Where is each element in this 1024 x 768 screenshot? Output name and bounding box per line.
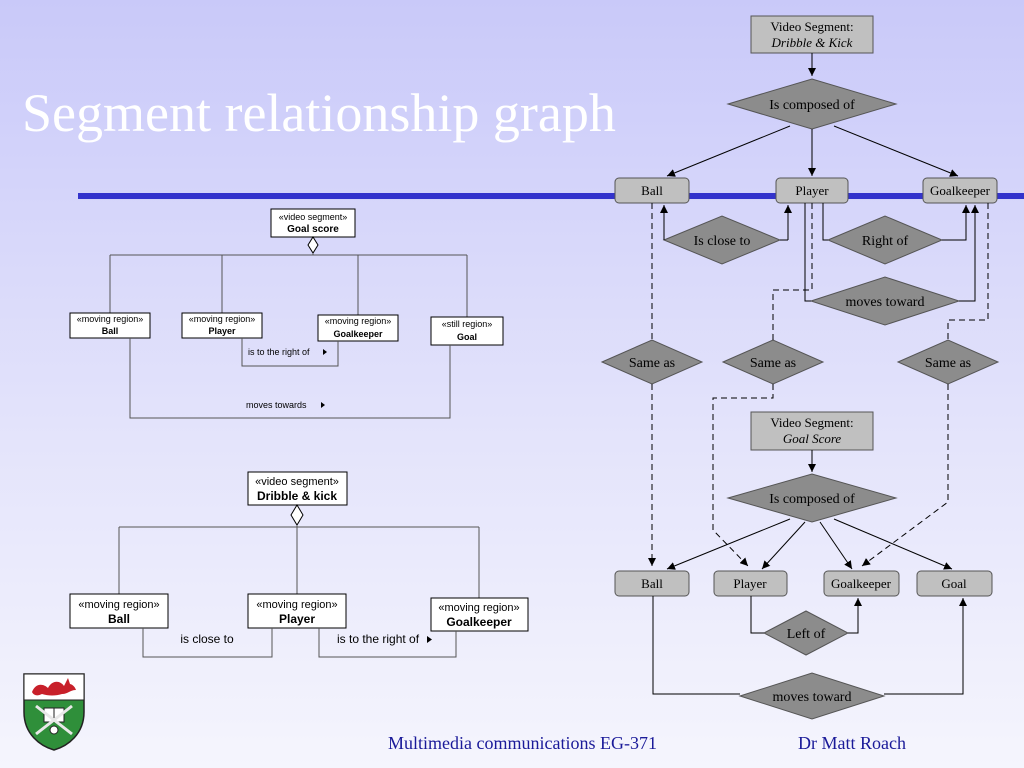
uml-segment-stereotype: «video segment» bbox=[255, 476, 339, 488]
uml-segment-stereotype: «video segment» bbox=[279, 212, 348, 222]
uml-segment-name: Goal score bbox=[287, 224, 339, 235]
uml-region-player bbox=[181, 312, 263, 339]
graph-relation-label: moves toward bbox=[846, 295, 925, 310]
relation-line-close-to bbox=[142, 628, 273, 658]
aggregation-diamond bbox=[290, 504, 304, 526]
uml-segment-name: Dribble & kick bbox=[257, 489, 337, 503]
graph-relation-label: Is composed of bbox=[769, 492, 855, 507]
relation-label-moves-towards: moves towards bbox=[246, 400, 307, 410]
uml-region-ball bbox=[69, 312, 151, 339]
uml-goal-score-diagram: «video segment» Goal score «moving regio… bbox=[69, 208, 504, 419]
region-stereotype: «moving region» bbox=[78, 599, 159, 611]
uml-region-goal bbox=[430, 316, 504, 346]
graph-node-label: Ball bbox=[641, 576, 663, 591]
relationship-graph: Video Segment: Dribble & Kick Is compose… bbox=[600, 15, 1000, 720]
region-name: Ball bbox=[102, 326, 119, 336]
region-name: Goal bbox=[457, 332, 477, 342]
graph-same-as-diamond-3 bbox=[896, 339, 1000, 385]
graph-relation-label: Same as bbox=[750, 356, 796, 371]
region-name: Goalkeeper bbox=[333, 329, 383, 339]
relation-line-right-of bbox=[318, 628, 457, 658]
graph-node-label: Goalkeeper bbox=[831, 576, 892, 591]
footer-course-label: Multimedia communications EG-371 bbox=[388, 733, 657, 753]
graph-relation-label: Is close to bbox=[694, 234, 751, 249]
footer-author-label: Dr Matt Roach bbox=[798, 733, 906, 753]
uml-region-goalkeeper bbox=[317, 314, 399, 342]
uml-segment-box bbox=[247, 471, 348, 506]
graph-segment-name: Goal Score bbox=[783, 431, 842, 446]
graph-relation-label: moves toward bbox=[773, 690, 852, 705]
region-stereotype: «moving region» bbox=[325, 316, 392, 326]
relation-label-close-to: is close to bbox=[180, 632, 234, 646]
uml-tree-lines bbox=[118, 525, 480, 598]
region-stereotype: «moving region» bbox=[189, 314, 256, 324]
region-stereotype: «moving region» bbox=[77, 314, 144, 324]
region-stereotype: «moving region» bbox=[438, 602, 519, 614]
graph-node-ball-bottom bbox=[614, 570, 690, 597]
graph-node-goal-bottom bbox=[916, 570, 993, 597]
graph-node-label: Goal bbox=[941, 576, 967, 591]
university-crest-logo bbox=[23, 673, 85, 751]
region-name: Ball bbox=[108, 612, 130, 626]
graph-node-label: Goalkeeper bbox=[930, 183, 991, 198]
graph-relation-label: Is composed of bbox=[769, 98, 855, 113]
graph-segment-name: Dribble & Kick bbox=[771, 35, 853, 50]
region-name: Player bbox=[208, 326, 236, 336]
uml-dribble-kick-diagram: «video segment» Dribble & kick «moving r… bbox=[69, 471, 529, 658]
uml-tree-lines bbox=[109, 253, 468, 317]
graph-composed-diamond-top bbox=[726, 78, 898, 130]
graph-node-goalkeeper-top bbox=[922, 177, 998, 204]
graph-segment-label: Video Segment: bbox=[770, 19, 853, 34]
graph-relation-label: Same as bbox=[629, 356, 675, 371]
graph-relation-label: Left of bbox=[787, 627, 826, 642]
graph-segment-label: Video Segment: bbox=[770, 415, 853, 430]
region-name: Player bbox=[279, 612, 315, 626]
graph-node-goalkeeper-bottom bbox=[823, 570, 900, 597]
relation-line-moves-towards bbox=[129, 338, 451, 419]
graph-relation-label: Same as bbox=[925, 356, 971, 371]
direction-arrow-icon bbox=[323, 349, 327, 355]
relation-line-right-of bbox=[241, 338, 339, 367]
slide-title: Segment relationship graph bbox=[22, 83, 616, 143]
graph-node-label: Player bbox=[733, 576, 767, 591]
graph-moves-toward-diamond-bottom bbox=[738, 672, 886, 720]
graph-relation-label: Right of bbox=[862, 234, 909, 249]
relation-label-right-of: is to the right of bbox=[337, 632, 420, 646]
uml-region-player bbox=[247, 593, 347, 629]
direction-arrow-icon bbox=[321, 402, 325, 408]
region-name: Goalkeeper bbox=[446, 615, 512, 629]
region-stereotype: «still region» bbox=[442, 319, 493, 329]
graph-same-as-diamond-1 bbox=[600, 339, 704, 385]
relation-label-right-of: is to the right of bbox=[248, 347, 310, 357]
graph-same-as-diamond-2 bbox=[721, 339, 825, 385]
graph-composed-diamond-bottom bbox=[726, 473, 898, 523]
title-divider bbox=[78, 193, 1024, 199]
graph-node-label: Player bbox=[795, 183, 829, 198]
uml-region-ball bbox=[69, 593, 169, 629]
region-stereotype: «moving region» bbox=[256, 599, 337, 611]
direction-arrow-icon bbox=[427, 636, 432, 643]
graph-bottom-segment-box bbox=[750, 411, 874, 451]
aggregation-diamond bbox=[307, 236, 319, 254]
uml-segment-box bbox=[270, 208, 356, 238]
graph-node-label: Ball bbox=[641, 183, 663, 198]
uml-region-goalkeeper bbox=[430, 597, 529, 632]
